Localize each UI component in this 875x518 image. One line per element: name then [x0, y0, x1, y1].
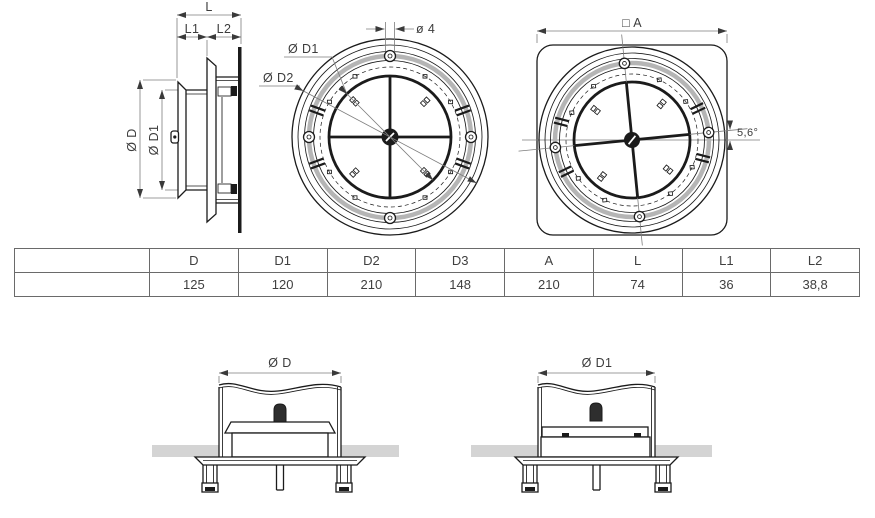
duct-section	[537, 383, 656, 457]
dim-label-l2: L2	[217, 22, 232, 36]
dim-label-a: □ A	[622, 16, 642, 30]
value-cell-d3: 148	[415, 272, 505, 297]
dim-label-front-d2: Ø D2	[263, 71, 294, 85]
dim-label-front-d1: Ø D1	[288, 42, 319, 56]
dim-label-install-d1: Ø D1	[582, 356, 613, 370]
dim-label-install-d: Ø D	[268, 356, 291, 370]
header-cell-d3: D3	[415, 248, 505, 273]
screw-right	[702, 126, 715, 139]
duct-section	[218, 383, 342, 457]
dim-label-angle: 5,6°	[737, 127, 758, 139]
flange-and-legs	[193, 456, 367, 493]
value-cell-l2: 38,8	[770, 272, 860, 297]
dim-label-hole: ø 4	[416, 22, 435, 36]
dim-label-d: Ø D	[125, 128, 139, 151]
dim-label-l: L	[205, 0, 212, 14]
valve-body-section	[540, 402, 651, 458]
install-view-right: Ø D1	[471, 356, 712, 493]
table-header-row: D D1 D2 D3 A L L1 L2	[14, 248, 860, 273]
header-cell-l: L	[592, 248, 683, 273]
header-cell-d: D	[149, 248, 239, 273]
value-cell-l: 74	[592, 272, 683, 297]
valve-square-geometry	[538, 46, 726, 234]
dim-label-l1: L1	[185, 22, 200, 36]
front-view: ø 4 Ø D1 Ø D2	[259, 22, 489, 236]
dim-hole-4: ø 4	[366, 22, 435, 51]
install-view-left: Ø D	[152, 356, 399, 493]
header-cell-a: A	[504, 248, 594, 273]
screw-left	[549, 141, 562, 154]
header-cell-empty	[14, 248, 150, 273]
value-cell-d1: 120	[237, 272, 328, 297]
value-cell-a: 210	[504, 272, 594, 297]
value-cell-d2: 210	[326, 272, 417, 297]
valve-square-rotated-parts	[518, 34, 748, 246]
header-cell-d1: D1	[237, 248, 328, 273]
header-cell-d2: D2	[326, 248, 417, 273]
side-view: L L1 L2 Ø D Ø D1	[125, 0, 242, 233]
screw-top	[618, 57, 631, 70]
dimensions-table: D D1 D2 D3 A L L1 L2 125 120 210 148 210…	[14, 248, 860, 297]
screw-top	[383, 49, 397, 63]
table-value-row: 125 120 210 148 210 74 36 38,8	[14, 272, 860, 297]
value-cell-d: 125	[149, 272, 239, 297]
bolt-circle-tabs	[569, 77, 695, 203]
flange-and-legs	[513, 456, 680, 493]
dim-angle: 5,6°	[727, 120, 758, 150]
value-cell-l1: 36	[681, 272, 772, 297]
dim-front-d2: Ø D2	[259, 71, 477, 184]
ceiling-band	[471, 445, 712, 457]
screw-left	[302, 130, 316, 144]
screw-bottom	[383, 211, 397, 225]
dim-label-d1: Ø D1	[147, 125, 161, 156]
header-cell-l2: L2	[770, 248, 860, 273]
square-view: □ A	[518, 16, 760, 246]
inner-ring-clips	[590, 98, 674, 182]
screw-right	[464, 130, 478, 144]
ceiling-band	[152, 445, 399, 457]
screw-bottom	[633, 210, 646, 223]
valve-body-section	[223, 403, 337, 458]
valve-side-geometry	[170, 47, 242, 233]
value-cell-empty	[14, 272, 150, 297]
header-cell-l1: L1	[681, 248, 772, 273]
